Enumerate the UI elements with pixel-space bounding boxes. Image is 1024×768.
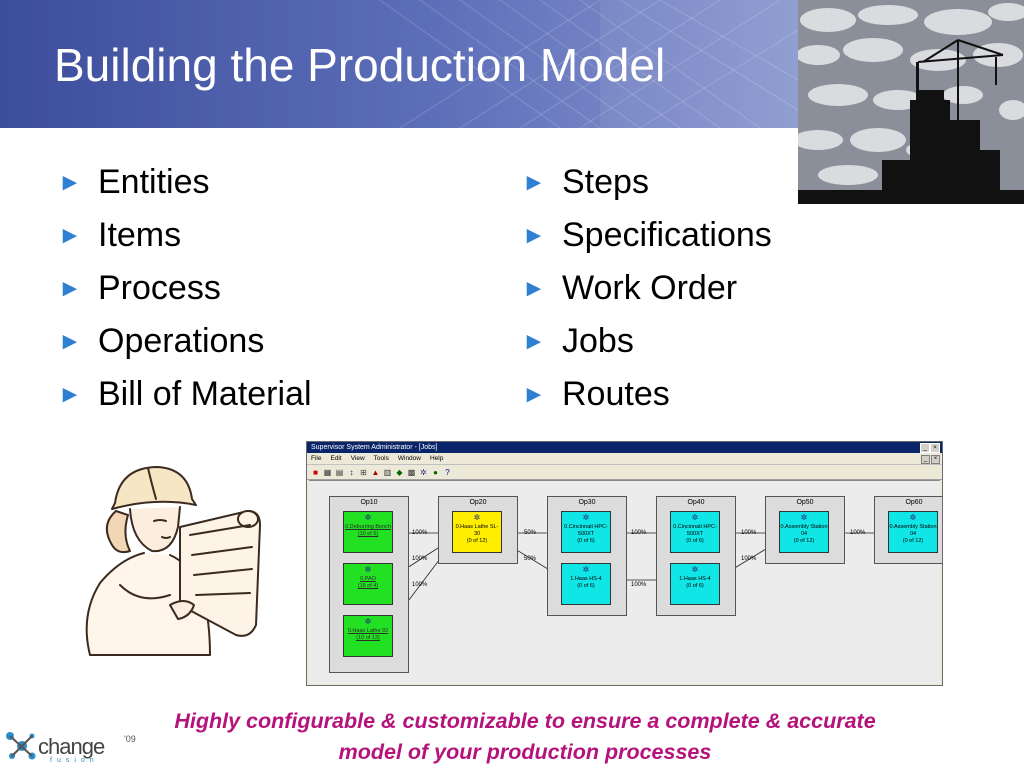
toolbar-icon[interactable]: ↕: [349, 467, 354, 477]
change-fusion-logo: change '09 fusion: [2, 726, 152, 766]
operation-op30[interactable]: Op30 ✲ 0.Cincinnati HPC-500XT (0 of 6) ✲…: [547, 496, 627, 616]
arrow-bullet-icon: ►: [58, 168, 82, 196]
gear-icon: ✲: [691, 513, 699, 522]
list-item: ►Items: [58, 216, 182, 254]
percent-label: 100%: [412, 530, 428, 536]
toolbar-icon[interactable]: ▥: [383, 467, 392, 477]
operation-op20[interactable]: Op20 ✲ 0.Haas Lathe SL-30 (0 of 12): [438, 496, 518, 564]
menu-item-window[interactable]: Window: [397, 455, 421, 462]
toolbar-icon[interactable]: ●: [433, 467, 438, 477]
toolbar-icon[interactable]: ▲: [371, 467, 380, 477]
list-item: ►Routes: [522, 375, 670, 413]
window-title: Supervisor System Administrator - [Jobs]: [311, 444, 438, 451]
list-item: ►Steps: [522, 163, 649, 201]
gear-icon: ✲: [364, 513, 372, 522]
toolbar-icon[interactable]: ▦: [323, 467, 332, 477]
mdi-close-icon[interactable]: ×: [931, 455, 940, 464]
help-icon[interactable]: ?: [445, 467, 450, 477]
machine-node[interactable]: ✲ 0.Haas Lathe SL-30 (0 of 12): [452, 511, 502, 553]
gear-icon: ✲: [909, 513, 917, 522]
gear-icon: ✲: [473, 513, 481, 522]
toolbar-icon[interactable]: ◆: [396, 467, 403, 477]
toolbar: ■ ▦ ▤ ↕ ⊞ ▲ ▥ ◆ ▩ ✲ ● ?: [307, 465, 942, 480]
logo-year: '09: [124, 734, 136, 744]
percent-label: 100%: [631, 582, 647, 588]
operation-op40[interactable]: Op40 ✲ 0.Cincinnati HPC-500XT (0 of 6) ✲…: [656, 496, 736, 616]
arrow-bullet-icon: ►: [522, 221, 546, 249]
toolbar-icon[interactable]: ▤: [335, 467, 344, 477]
window-titlebar: Supervisor System Administrator - [Jobs]…: [307, 442, 942, 453]
percent-label: 100%: [631, 530, 647, 536]
list-item: ►Bill of Material: [58, 375, 312, 413]
logo-sub: fusion: [50, 757, 99, 764]
operation-op60[interactable]: Op60 ✲ 0.Assembly Station 04 (0 of 12): [874, 496, 942, 564]
operation-op50[interactable]: Op50 ✲ 0.Assembly Station 04 (0 of 12): [765, 496, 845, 564]
gear-icon: ✲: [364, 617, 372, 626]
percent-label: 50%: [524, 556, 537, 562]
percent-label: 100%: [412, 556, 428, 562]
toolbar-icon[interactable]: ▩: [407, 467, 416, 477]
logo-mark-icon: [6, 732, 36, 760]
right-bullet-list: ►Steps ►Specifications ►Work Order ►Jobs…: [522, 156, 772, 421]
gear-icon: ✲: [800, 513, 808, 522]
toolbar-icon[interactable]: ■: [313, 467, 318, 477]
minimize-icon[interactable]: _: [920, 443, 930, 453]
machine-node[interactable]: ✲ 0.Cincinnati HPC-500XT (0 of 6): [670, 511, 720, 553]
building-glass-pattern-icon: [379, 0, 798, 128]
routing-canvas: 100% 100% 100% 50% 50% 100% 100% 100% 10…: [309, 480, 942, 684]
arrow-bullet-icon: ►: [522, 168, 546, 196]
machine-node[interactable]: ✲ 0.Deburring Bench (10 of 6): [343, 511, 393, 553]
list-item: ►Operations: [58, 322, 265, 360]
machine-node[interactable]: ✲ 0.PAO (15 of 4): [343, 563, 393, 605]
gear-icon[interactable]: ✲: [420, 467, 427, 477]
menu-bar: File Edit View Tools Window Help _ ×: [307, 453, 942, 465]
close-icon[interactable]: ×: [930, 443, 940, 453]
construction-photo: [798, 0, 1024, 204]
restore-icon[interactable]: _: [921, 455, 930, 464]
machine-node[interactable]: ✲ 0.Assembly Station 04 (0 of 12): [779, 511, 829, 553]
arrow-bullet-icon: ►: [522, 380, 546, 408]
header-band: Building the Production Model: [0, 0, 798, 128]
toolbar-icon[interactable]: ⊞: [360, 467, 367, 477]
gear-icon: ✲: [582, 513, 590, 522]
left-bullet-list: ►Entities ►Items ►Process ►Operations ►B…: [58, 156, 312, 421]
supervisor-app-window: Supervisor System Administrator - [Jobs]…: [306, 441, 943, 686]
menu-item-help[interactable]: Help: [429, 455, 444, 462]
engineer-illustration: [85, 466, 261, 656]
list-item: ►Jobs: [522, 322, 634, 360]
machine-node[interactable]: ✲ 0.Assembly Station 04 (0 of 12): [888, 511, 938, 553]
percent-label: 50%: [524, 530, 537, 536]
percent-label: 100%: [412, 582, 428, 588]
percent-label: 100%: [850, 530, 866, 536]
gear-icon: ✲: [691, 565, 699, 574]
menu-item-edit[interactable]: Edit: [330, 455, 342, 462]
list-item: ►Work Order: [522, 269, 738, 307]
arrow-bullet-icon: ►: [522, 327, 546, 355]
machine-node[interactable]: ✲ 1.Haas HS-4 (0 of 6): [670, 563, 720, 605]
percent-label: 100%: [741, 556, 757, 562]
gear-icon: ✲: [582, 565, 590, 574]
gear-icon: ✲: [364, 565, 372, 574]
arrow-bullet-icon: ►: [58, 274, 82, 302]
list-item: ►Process: [58, 269, 221, 307]
slide-title: Building the Production Model: [54, 39, 666, 91]
logo-word: change: [38, 734, 105, 759]
menu-item-view[interactable]: View: [350, 455, 365, 462]
arrow-bullet-icon: ►: [58, 327, 82, 355]
slide-caption: Highly configurable & customizable to en…: [174, 709, 876, 764]
list-item: ►Entities: [58, 163, 210, 201]
menu-item-tools[interactable]: Tools: [373, 455, 389, 462]
arrow-bullet-icon: ►: [522, 274, 546, 302]
operation-op10[interactable]: Op10 ✲ 0.Deburring Bench (10 of 6) ✲ 0.P…: [329, 496, 409, 673]
machine-node[interactable]: ✲ 0.Haas Lathe 92 (10 of 12): [343, 615, 393, 657]
menu-item-file[interactable]: File: [311, 455, 322, 462]
machine-node[interactable]: ✲ 1.Haas HS-4 (0 of 6): [561, 563, 611, 605]
percent-label: 100%: [741, 530, 757, 536]
arrow-bullet-icon: ►: [58, 380, 82, 408]
machine-node[interactable]: ✲ 0.Cincinnati HPC-500XT (0 of 6): [561, 511, 611, 553]
list-item: ►Specifications: [522, 216, 772, 254]
arrow-bullet-icon: ►: [58, 221, 82, 249]
